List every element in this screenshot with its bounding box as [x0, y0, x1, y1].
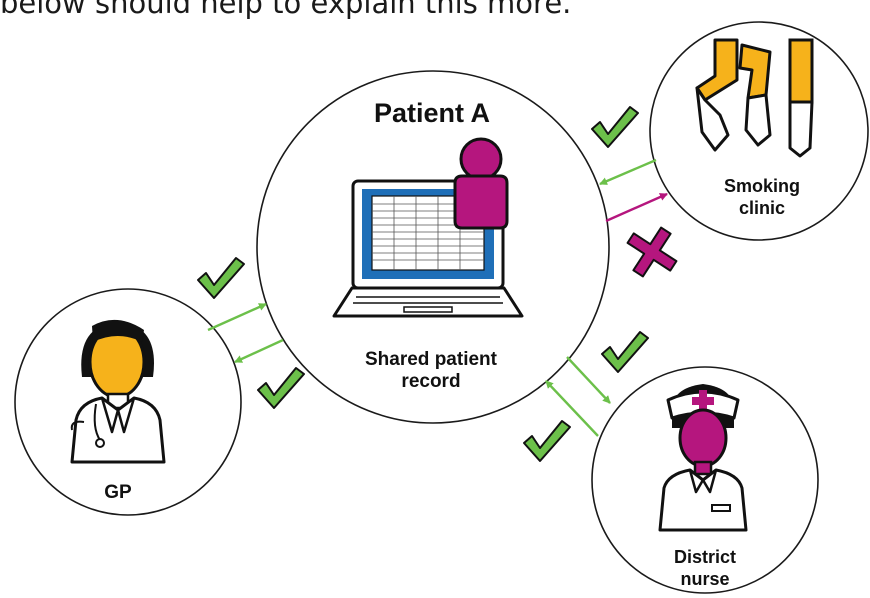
link-arrows — [207, 158, 668, 437]
patient-title: Patient A — [374, 98, 490, 128]
district-nurse-label-line2: nurse — [680, 569, 729, 589]
cross-icon — [626, 226, 678, 278]
check-icon — [591, 106, 639, 148]
nurse-icon — [658, 384, 748, 532]
check-icon — [257, 367, 305, 409]
check-icon — [197, 257, 245, 299]
smoking-clinic-label-line2: clinic — [739, 198, 785, 218]
shared-record-label-line2: record — [401, 371, 460, 392]
arrow-gp-to-record — [207, 302, 267, 332]
district-nurse-label-line1: District — [674, 547, 736, 567]
cigarette-butts-icon — [695, 38, 814, 158]
check-icon — [601, 331, 649, 373]
gp-doctor-icon — [70, 319, 166, 464]
gp-node: GP — [14, 288, 242, 516]
shared-record-node: Patient A — [256, 70, 610, 424]
intro-text: below should help to explain this more. — [0, 0, 572, 20]
district-nurse-node: District nurse — [591, 366, 819, 594]
arrow-nurse-to-record — [545, 380, 599, 437]
smoking-clinic-node: Smoking clinic — [649, 21, 869, 241]
gp-label: GP — [104, 482, 132, 503]
shared-record-label-line1: Shared patient — [365, 349, 498, 370]
patient-person-icon — [453, 137, 509, 230]
check-icon — [523, 420, 571, 462]
arrow-record-to-nurse — [566, 356, 611, 404]
arrow-record-to-gp — [234, 338, 284, 364]
arrow-record-to-clinic-blocked — [605, 192, 668, 223]
smoking-clinic-label-line1: Smoking — [724, 176, 800, 196]
arrow-clinic-to-record — [599, 158, 657, 186]
